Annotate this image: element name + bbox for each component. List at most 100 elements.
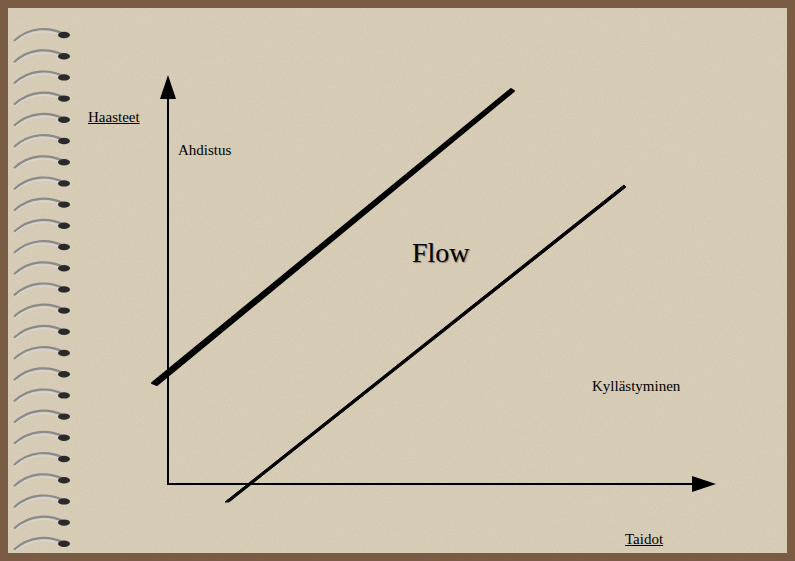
ring-wire (14, 283, 64, 295)
spiral-ring (14, 326, 70, 340)
ring-hole (58, 159, 70, 165)
ring-highlight (14, 223, 62, 234)
region-label: Flow (412, 236, 470, 270)
spiral-ring (14, 411, 70, 425)
ring-hole (58, 456, 70, 462)
ring-highlight (14, 392, 62, 403)
spiral-ring (14, 368, 70, 382)
boredom-boundary (225, 185, 626, 502)
ring-hole (58, 329, 70, 335)
ring-highlight (14, 329, 62, 340)
ring-hole (58, 286, 70, 292)
region-label: Kyllästyminen (592, 377, 680, 395)
axis-title: Taidot (625, 530, 663, 548)
ring-highlight (14, 286, 62, 297)
ring-highlight (14, 350, 62, 361)
ring-wire (14, 326, 64, 338)
ring-hole (58, 180, 70, 186)
ring-hole (58, 350, 70, 356)
spiral-ring (14, 432, 70, 446)
spiral-ring (14, 517, 70, 531)
ring-highlight (14, 519, 62, 530)
ring-highlight (14, 138, 62, 149)
paper-texture (8, 8, 787, 553)
spiral-binding (14, 29, 70, 552)
ring-highlight (14, 456, 62, 467)
ring-wire (14, 241, 64, 253)
spiral-ring (14, 177, 70, 191)
ring-wire (14, 220, 64, 232)
ring-wire (14, 538, 64, 550)
ring-wire (14, 495, 64, 507)
ring-highlight (14, 117, 62, 128)
ring-hole (58, 371, 70, 377)
ring-hole (58, 32, 70, 38)
x-axis-arrowhead (692, 476, 716, 492)
ring-wire (14, 305, 64, 317)
ring-highlight (14, 244, 62, 255)
ring-wire (14, 135, 64, 147)
spiral-ring (14, 29, 70, 43)
ring-highlight (14, 498, 62, 509)
spiral-ring (14, 71, 70, 85)
ring-wire (14, 347, 64, 359)
spiral-ring (14, 156, 70, 170)
ring-hole (58, 541, 70, 547)
anxiety-boundary (152, 89, 514, 385)
spiral-ring (14, 241, 70, 255)
ring-hole (58, 413, 70, 419)
ring-wire (14, 50, 64, 62)
ring-hole (58, 498, 70, 504)
ring-hole (58, 435, 70, 441)
ring-hole (58, 265, 70, 271)
spiral-ring (14, 453, 70, 467)
ring-highlight (14, 180, 62, 191)
ring-hole (58, 95, 70, 101)
ring-wire (14, 432, 64, 444)
ring-highlight (14, 201, 62, 212)
ring-highlight (14, 32, 62, 43)
ring-hole (58, 392, 70, 398)
ring-wire (14, 262, 64, 274)
spiral-ring (14, 389, 70, 403)
axis-title: Haasteet (88, 108, 140, 126)
ring-wire (14, 517, 64, 529)
ring-highlight (14, 53, 62, 64)
paper (8, 8, 787, 553)
ring-highlight (14, 541, 62, 552)
ring-highlight (14, 265, 62, 276)
ring-highlight (14, 95, 62, 106)
ring-wire (14, 411, 64, 423)
y-axis-arrowhead (160, 75, 176, 99)
ring-hole (58, 53, 70, 59)
ring-wire (14, 474, 64, 486)
ring-highlight (14, 371, 62, 382)
spiral-ring (14, 283, 70, 297)
ring-highlight (14, 159, 62, 170)
ring-hole (58, 244, 70, 250)
ring-highlight (14, 477, 62, 488)
spiral-ring (14, 305, 70, 319)
ring-hole (58, 223, 70, 229)
ring-hole (58, 477, 70, 483)
ring-hole (58, 138, 70, 144)
ring-wire (14, 156, 64, 168)
spiral-ring (14, 93, 70, 107)
ring-wire (14, 177, 64, 189)
spiral-ring (14, 262, 70, 276)
ring-hole (58, 201, 70, 207)
ring-hole (58, 307, 70, 313)
y-axis (167, 95, 169, 485)
ring-hole (58, 519, 70, 525)
ring-highlight (14, 307, 62, 318)
ring-highlight (14, 413, 62, 424)
spiral-ring (14, 114, 70, 128)
ring-wire (14, 389, 64, 401)
ring-wire (14, 93, 64, 105)
spiral-ring (14, 220, 70, 234)
ring-wire (14, 114, 64, 126)
spiral-ring (14, 538, 70, 552)
spiral-ring (14, 199, 70, 213)
